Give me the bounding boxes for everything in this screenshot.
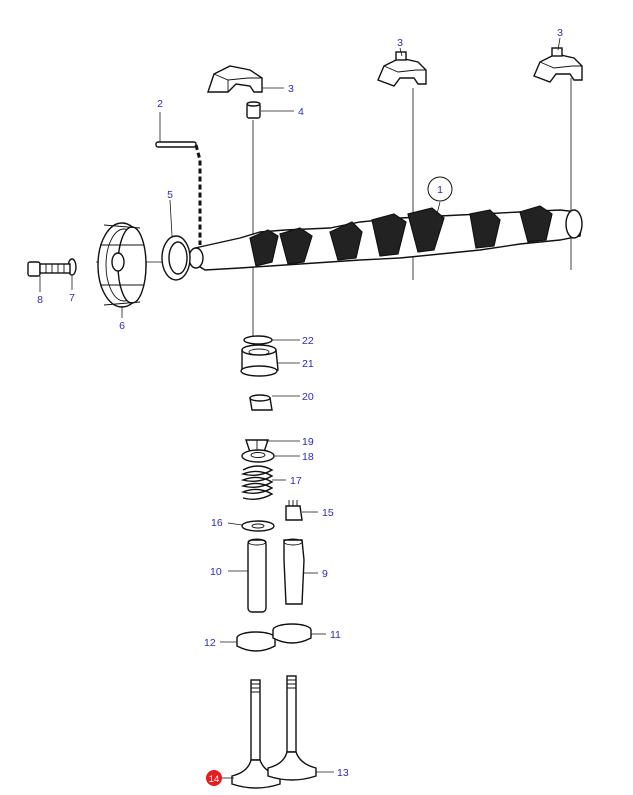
seal-ring (161, 235, 191, 281)
camshaft-gear (97, 222, 147, 308)
pin-insertion-path (194, 144, 202, 245)
valve-seat-ring-intake (236, 631, 276, 652)
valve-stem-seal (249, 394, 273, 411)
callout-14: 14 (206, 770, 222, 786)
intake-valve (231, 679, 281, 789)
callout-1: 1 (427, 176, 453, 202)
callout-13-label: 13 (337, 767, 349, 779)
valve-guide-intake (247, 538, 267, 613)
leader-1 (435, 201, 441, 219)
camshaft (188, 205, 583, 271)
valve-tappet (240, 344, 279, 377)
bearing-cap-right (533, 47, 583, 83)
callout-14-highlight (206, 770, 222, 786)
callout-9-label: 9 (322, 568, 328, 580)
callout-4-label: 4 (298, 106, 304, 118)
callout-22-label: 22 (302, 335, 314, 347)
callout-12-label: 12 (204, 637, 216, 649)
callout-15-label: 15 (322, 507, 334, 519)
callout-1-label: 1 (437, 184, 443, 196)
callout-3b-label: 3 (397, 37, 403, 49)
valve-guide-exhaust (283, 538, 305, 605)
callout-7-label: 7 (69, 292, 75, 304)
valve-shim (243, 335, 273, 345)
bolt (27, 261, 71, 277)
callout-3a-label: 3 (288, 83, 294, 95)
bearing-cap-left (207, 65, 263, 93)
lower-spring-seat (241, 520, 275, 532)
callout-21-label: 21 (302, 358, 314, 370)
callout-1-circle (427, 176, 453, 202)
valve-seal-exhaust (285, 500, 303, 521)
callout-18-label: 18 (302, 451, 314, 463)
valve-spring (240, 465, 274, 501)
callout-8-label: 8 (37, 294, 43, 306)
upper-spring-retainer (241, 449, 275, 463)
callout-6-label: 6 (119, 320, 125, 332)
callout-11-label: 11 (330, 629, 341, 641)
callout-19-label: 19 (302, 436, 314, 448)
leader-3b (399, 47, 403, 57)
bushing (246, 101, 261, 119)
callout-17-label: 17 (290, 475, 302, 487)
leader-5 (169, 199, 173, 237)
callout-10-label: 10 (210, 566, 222, 578)
callout-16-label: 16 (211, 517, 223, 529)
bearing-cap-middle (377, 51, 427, 87)
callout-14-label: 14 (209, 774, 220, 785)
callout-3c-label: 3 (557, 27, 563, 39)
exhaust-valve (267, 675, 317, 781)
valve-seat-ring-exhaust (272, 623, 312, 644)
leader-16 (227, 522, 243, 526)
callout-5-label: 5 (167, 189, 173, 201)
callout-20-label: 20 (302, 391, 314, 403)
dowel-pin (155, 141, 197, 148)
callout-2-label: 2 (157, 98, 163, 110)
leader-3c (557, 37, 561, 51)
